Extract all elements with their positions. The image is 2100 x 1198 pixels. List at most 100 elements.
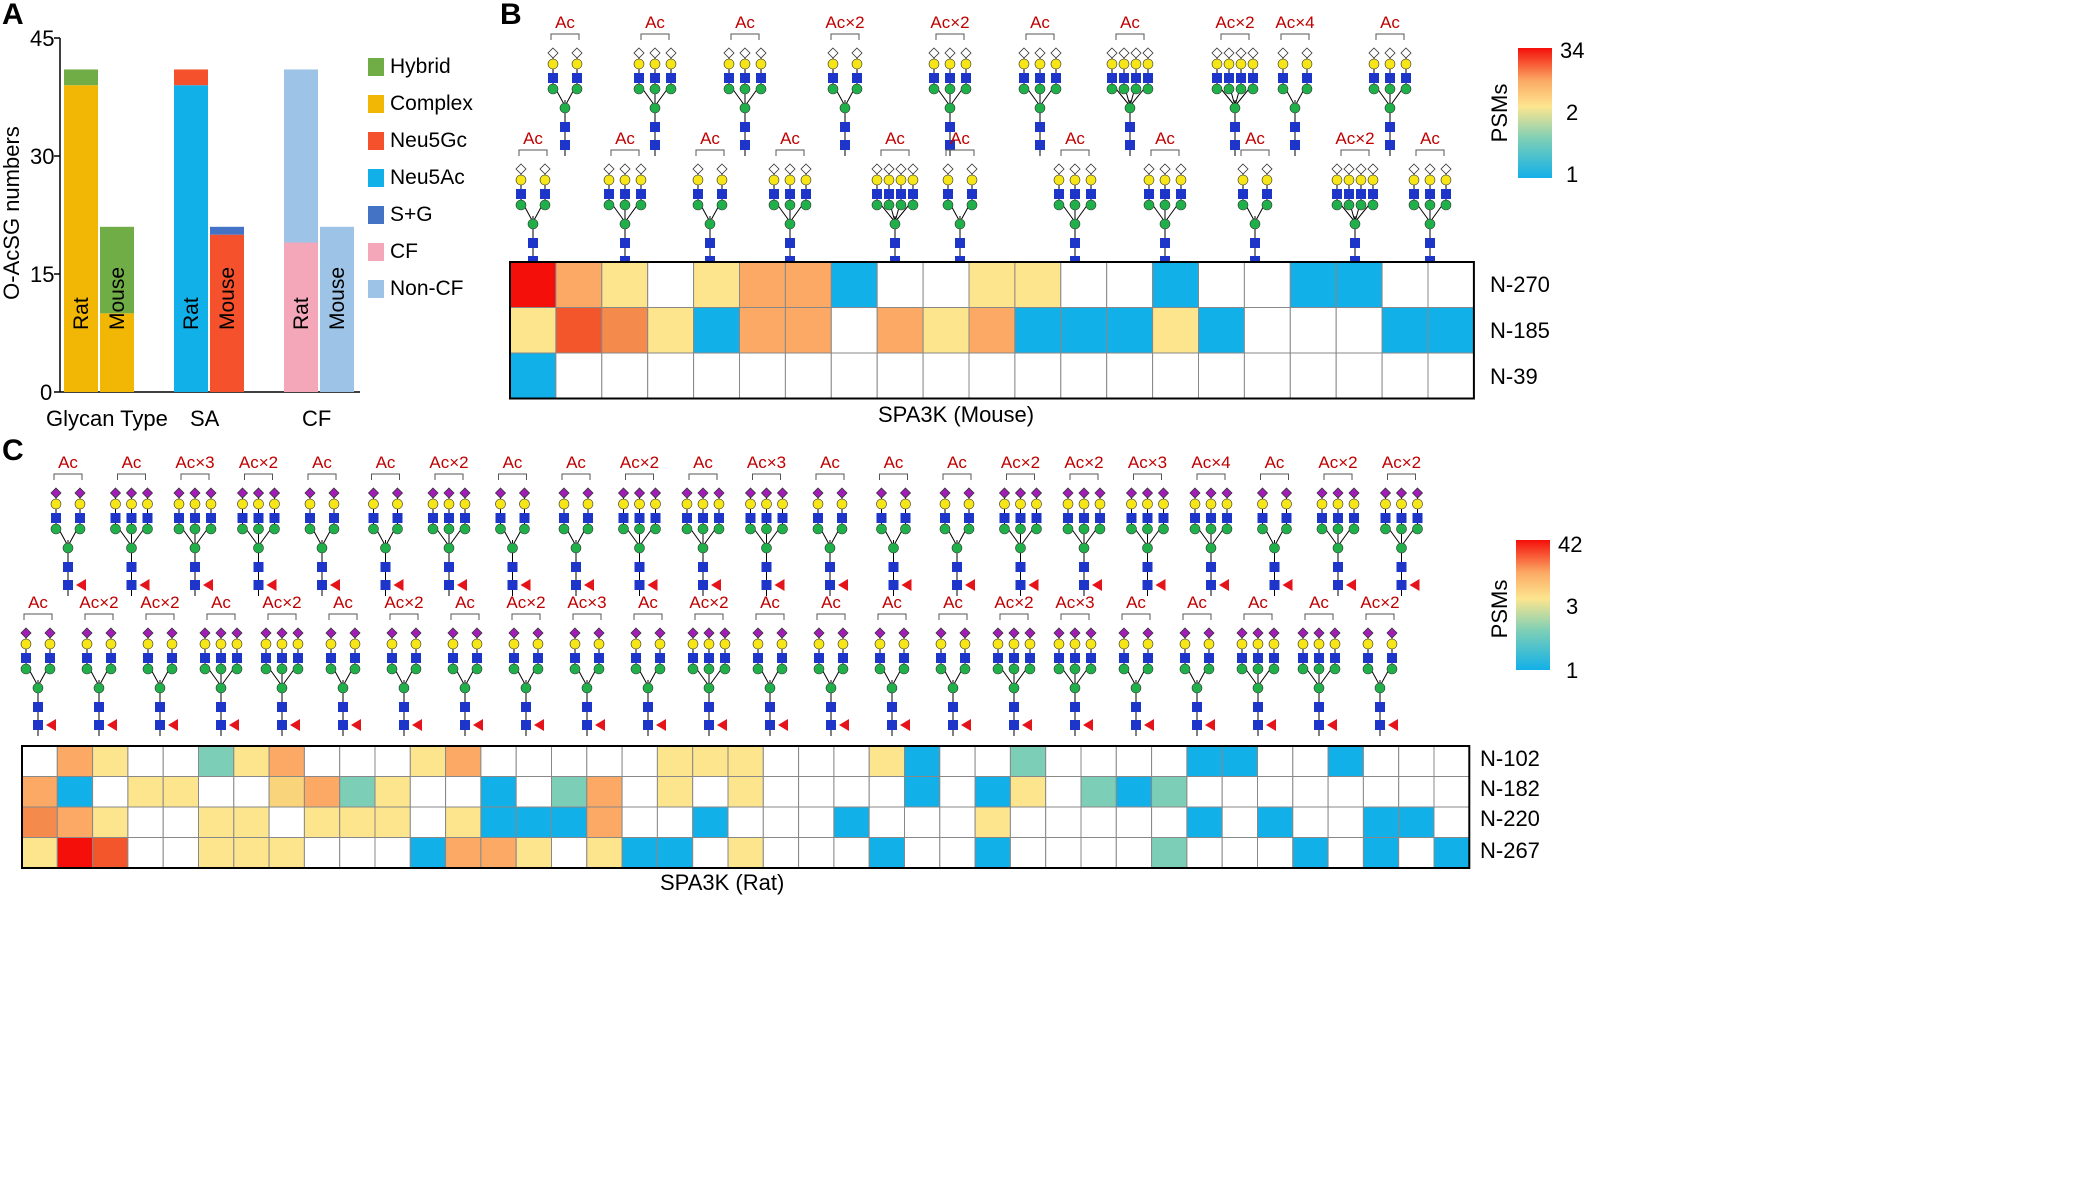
glycan-structure: Ac×2 [140,593,180,736]
mannose-circle [619,199,631,211]
galactose-circle [883,174,895,186]
sialic-acid-diamond [1348,487,1360,499]
glcnac-square [1204,653,1214,663]
glcnac-square [872,189,882,199]
glcnac-square [740,140,750,150]
glycan-structure: Ac [367,453,404,596]
glcnac-square [1054,653,1064,663]
fucose-triangle [330,579,340,591]
heatmap-cell [1257,806,1294,838]
glcnac-square [572,73,582,83]
acetyl-bracket [434,473,464,480]
fucose-triangle [1282,579,1293,591]
mannose-circle [189,523,201,535]
glcnac-square [688,653,698,663]
sialic-acid-diamond [998,487,1011,499]
acetyl-bracket [1006,473,1035,480]
sialic-acid-diamond [654,627,666,639]
mannose-circle [386,663,398,675]
glcnac-square [887,702,897,712]
glcnac-square [1095,513,1105,523]
panel-c-letter: C [2,434,24,467]
mannose-circle [1031,523,1042,535]
sialic-acid-diamond [959,627,971,639]
galactose-circle [304,498,316,510]
heatmap-cell [198,745,235,777]
mannose-circle [713,523,725,535]
mannose-circle [703,663,715,675]
heatmap-cell [1198,352,1245,399]
acetyl-label: Ac [376,453,396,472]
mannose-circle [269,523,280,535]
galactose-circle [20,638,32,650]
heatmap-cell [233,745,270,777]
heatmap-cell [198,837,235,869]
mannose-circle [813,663,825,675]
mannose-circle [570,542,582,554]
mannose-circle [1179,663,1191,675]
heatmap-cell [1433,776,1470,808]
glcnac-square [896,189,906,199]
heatmap-cell [1115,745,1153,777]
heatmap-cell [762,776,800,808]
glcnac-square [1206,562,1216,572]
sialic-acid-diamond [836,487,848,499]
galactose-circle [205,498,217,510]
heatmap-cell [1151,776,1188,808]
acetyl-label: Ac [1420,129,1440,148]
mannose-circle [1124,102,1136,114]
heatmap-cell [830,261,878,308]
glcnac-square [216,702,226,712]
mannose-circle [1268,663,1280,675]
sialic-acid-diamond [1094,487,1106,499]
panel-c-colorbar-label: PSMs [1487,579,1512,639]
acetyl-bracket [942,473,972,480]
heatmap-cell [1151,745,1188,777]
mannose-circle [508,663,520,675]
sialic-acid-diamond [1379,487,1392,499]
sialic-acid-diamond [141,487,154,499]
glcnac-square [94,720,104,730]
mannose-circle [895,199,907,211]
galactose-circle [1247,58,1259,70]
mannose-circle [231,663,243,675]
glcnac-square [777,653,787,663]
mannose-circle [703,682,715,694]
mannose-circle [1130,682,1142,694]
galactose-circle [874,638,886,650]
heatmap-cell [1045,745,1082,777]
glcnac-square [253,513,264,523]
glycan-structure: Ac [812,453,848,596]
heatmap-cell [833,806,870,838]
heatmap-cell [798,806,835,838]
galactose-circle [697,498,709,510]
heatmap-cell [621,806,658,838]
mannose-circle [999,523,1010,535]
acetyl-label: Ac [760,593,780,612]
mannose-circle [1175,199,1187,211]
glcnac-square [1257,513,1268,523]
glcnac-square [837,513,847,523]
acetyl-label: Ac [1187,593,1207,612]
glcnac-square [1190,513,1200,523]
sialic-acid-diamond [494,487,507,499]
glcnac-square [936,653,946,663]
acetyl-bracket [694,613,724,620]
glcnac-square [1401,73,1411,83]
glcnac-square [216,653,226,663]
legend-swatch [368,242,384,261]
mannose-circle [459,682,471,694]
legend-item: Neu5Gc [368,122,498,159]
mannose-circle [62,542,74,554]
sialic-acid-diamond [966,163,978,175]
glcnac-square [801,189,811,199]
heatmap-cell [904,745,941,777]
glcnac-square [519,513,530,523]
glcnac-square [190,513,200,523]
sialic-acid-diamond [1130,47,1142,59]
heatmap-cell [798,837,835,869]
galactose-circle [1142,498,1153,510]
sialic-acid-diamond [619,163,631,175]
mannose-circle [1069,218,1081,230]
galactose-circle [935,638,947,650]
